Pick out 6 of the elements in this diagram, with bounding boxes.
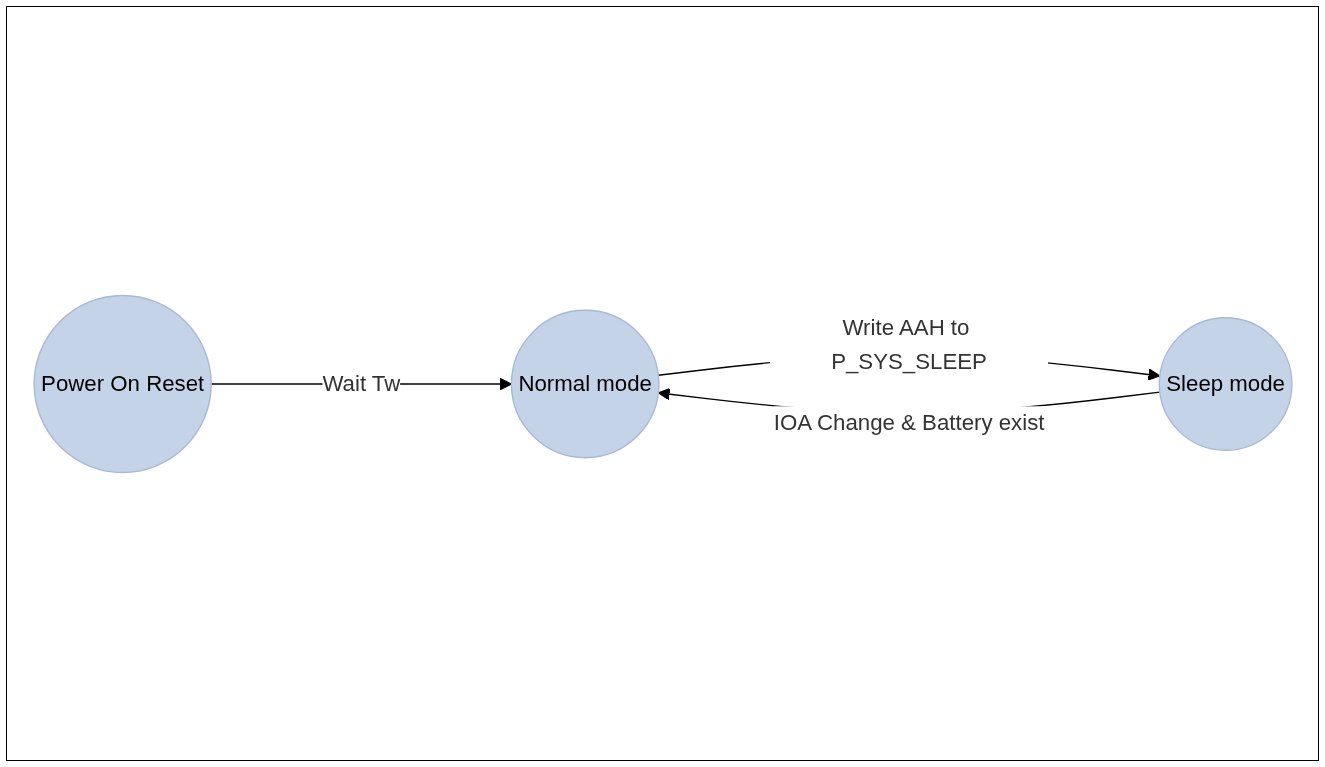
- edge-label: Wait Tw: [321, 370, 400, 395]
- edge-label: Write AAH to P_SYS_SLEEP: [830, 315, 987, 373]
- node-circle: Normal mode: [510, 309, 660, 458]
- edge-label: IOA Change & Battery exist: [773, 409, 1044, 434]
- node-circle: Sleep mode: [1158, 316, 1293, 451]
- node-circle: Power On Reset: [32, 294, 212, 473]
